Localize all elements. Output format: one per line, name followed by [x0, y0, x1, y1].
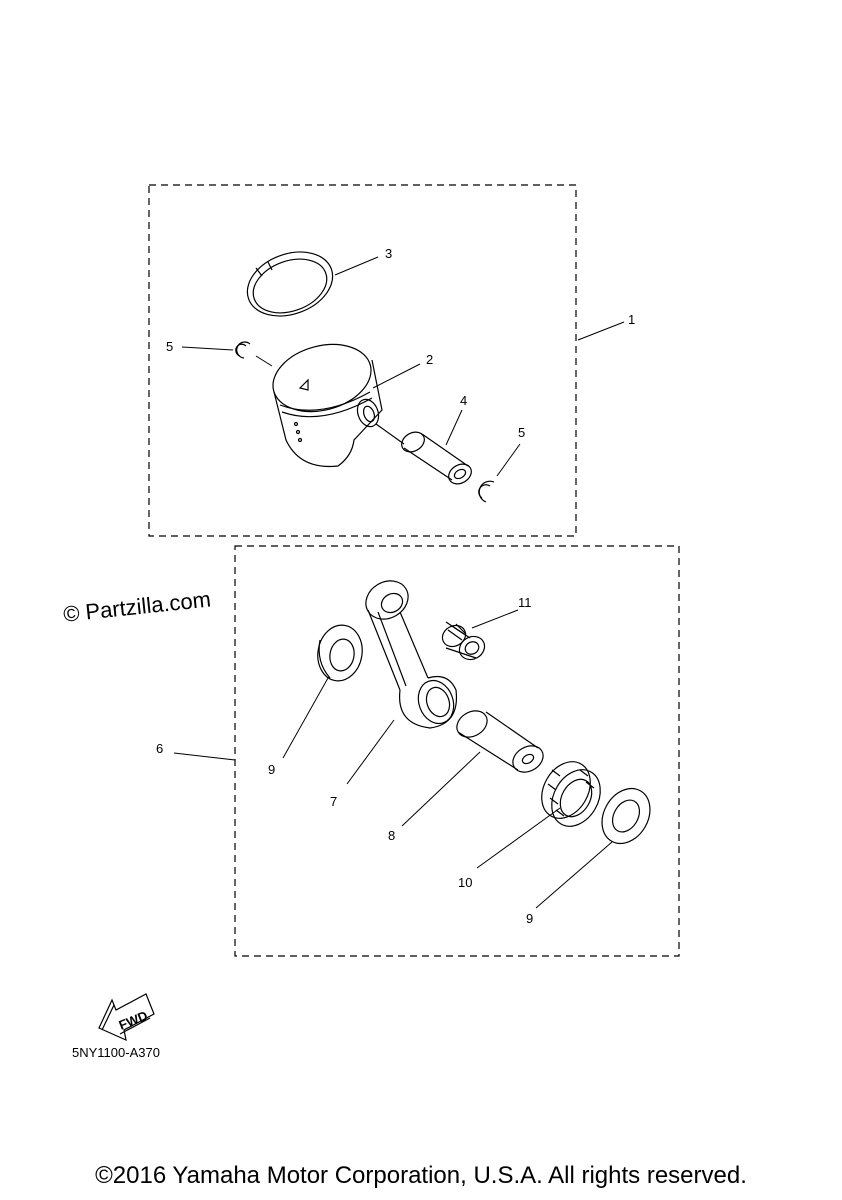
- callout-5-left: 5: [166, 339, 173, 354]
- callout-11: 11: [518, 595, 532, 610]
- piston-ring: [246, 251, 334, 317]
- callout-3: 3: [385, 246, 392, 261]
- callout-6: 6: [156, 741, 163, 756]
- piston: [272, 343, 383, 468]
- piston-pin: [375, 423, 472, 485]
- callout-5-right: 5: [518, 425, 525, 440]
- callout-9-upper: 9: [268, 762, 275, 777]
- callout-7: 7: [330, 794, 337, 809]
- callout-10: 10: [458, 875, 472, 890]
- thrust-washer-lower: [601, 787, 651, 845]
- connecting-rod-kit-group-box: [234, 545, 680, 957]
- callout-4: 4: [460, 393, 467, 408]
- fwd-arrow-icon: [98, 993, 155, 1042]
- piston-kit-group-box: [148, 184, 577, 537]
- piston-pin-clip-right-inner: [478, 484, 491, 499]
- small-end-bearing: [441, 621, 486, 661]
- callout-9-lower: 9: [526, 911, 533, 926]
- big-end-bearing: [541, 761, 601, 827]
- copyright-notice: ©2016 Yamaha Motor Corporation, U.S.A. A…: [95, 1162, 747, 1189]
- callout-labels: 1 2 3 4 5 5 6 7 8 9 9 10 11 FWD: [117, 246, 636, 1033]
- callout-8: 8: [388, 828, 395, 843]
- piston-pin-clip-left-inner: [235, 343, 247, 357]
- callout-2: 2: [426, 352, 433, 367]
- connecting-rod: [365, 580, 458, 729]
- leader-lines: [173, 256, 625, 909]
- thrust-washer-upper: [317, 624, 363, 682]
- crank-pin: [456, 710, 544, 773]
- drawing-code: 5NY1100-A370: [72, 1045, 160, 1060]
- fwd-label: FWD: [117, 1008, 150, 1033]
- callout-1: 1: [628, 312, 635, 327]
